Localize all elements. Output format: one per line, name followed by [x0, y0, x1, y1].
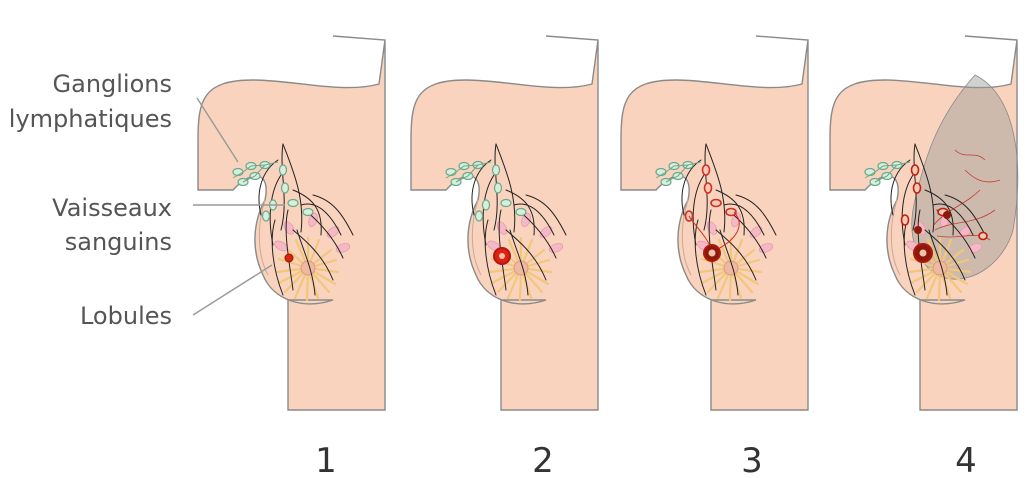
label-vaisseaux-line1: Vaisseaux: [52, 194, 172, 222]
label-lobules: Lobules: [80, 302, 172, 330]
label-vaisseaux-line2: sanguins: [65, 228, 172, 256]
stage-1-figure: [197, 35, 386, 411]
pointer-lines: [192, 97, 285, 316]
pointer-ganglions: [196, 97, 239, 163]
stage-2-figure: [410, 35, 599, 411]
stage-3-figure: [620, 35, 809, 411]
stage-number-2: 2: [532, 441, 554, 478]
label-ganglions-line2: lymphatiques: [9, 105, 172, 133]
stage-4-figure: [829, 35, 1019, 411]
stage-number-3: 3: [741, 441, 763, 478]
pointer-lobules: [192, 264, 273, 316]
tumor-stage-1: [284, 253, 294, 263]
stage-number-4: 4: [955, 441, 977, 478]
stage-number-1: 1: [315, 441, 337, 478]
label-ganglions-line1: Ganglions: [53, 70, 172, 98]
